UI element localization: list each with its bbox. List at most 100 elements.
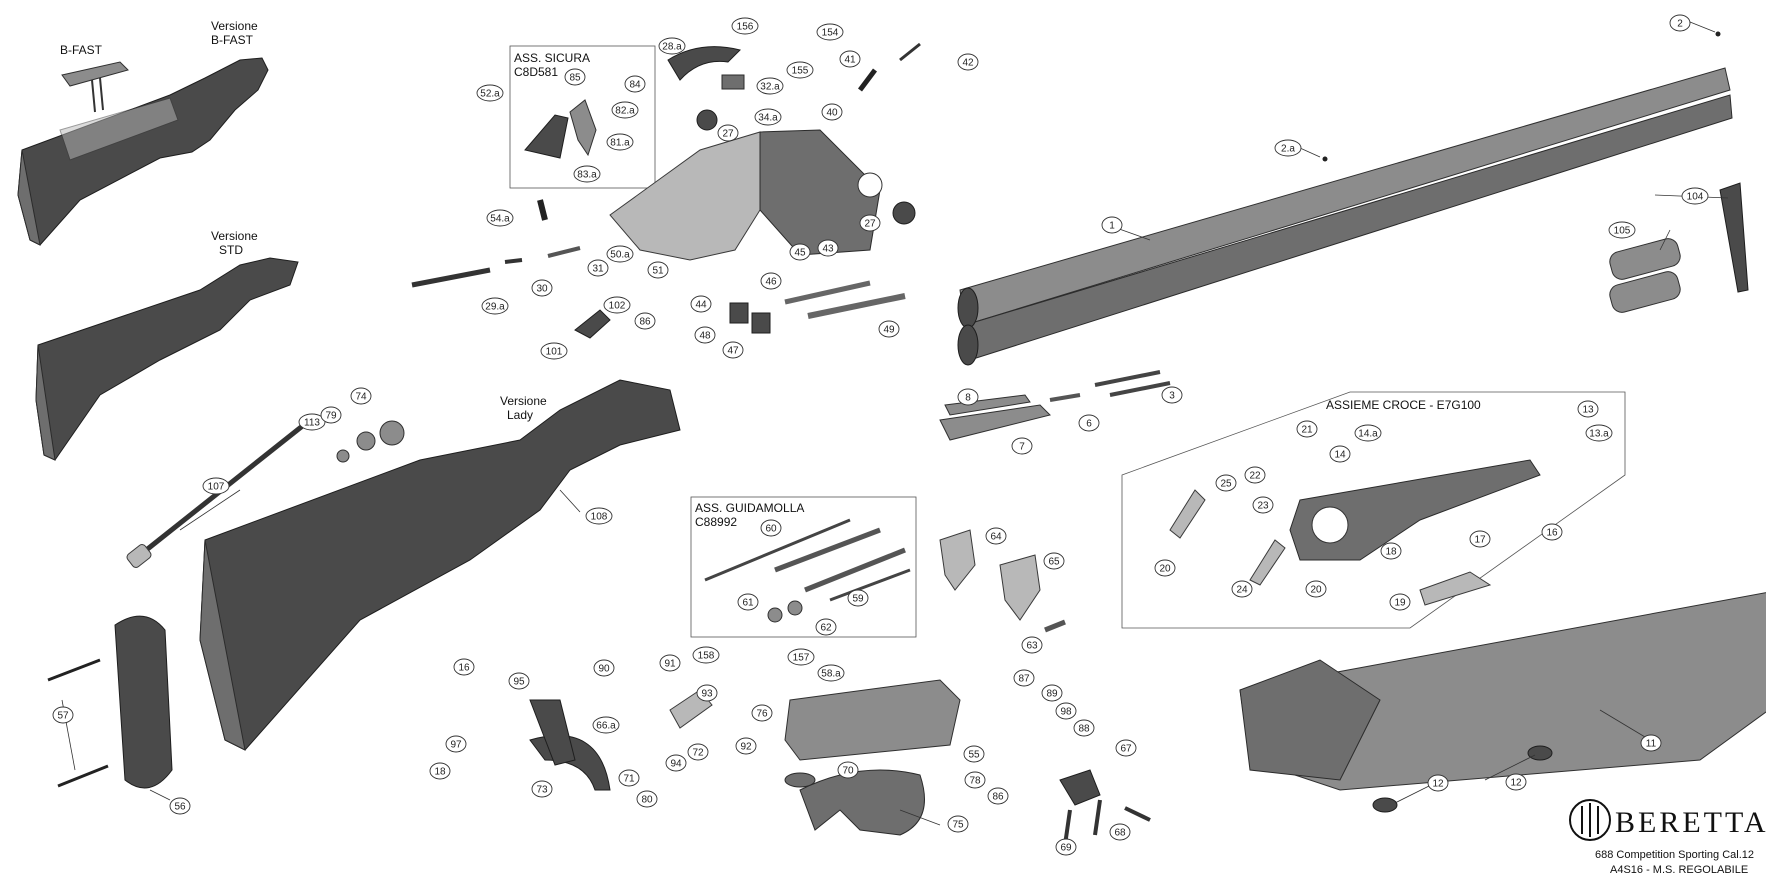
part-label-73: 73 [531, 780, 553, 798]
part-number: 18 [434, 767, 446, 778]
part-54a [537, 199, 548, 221]
part-label-93: 93 [696, 684, 718, 702]
choke-tube-1 [1609, 238, 1681, 280]
model-name: 688 Competition Sporting Cal.12 [1595, 849, 1754, 861]
part-number: 17 [1474, 535, 1486, 546]
part-number: 105 [1614, 226, 1631, 237]
part-number: 60 [765, 524, 777, 535]
washer-74 [379, 420, 405, 446]
part-label-91: 91 [659, 654, 681, 672]
part-label-31: 31 [587, 259, 609, 277]
part-number: 69 [1060, 843, 1072, 854]
part-label-158: 158 [692, 646, 720, 664]
part-number: 16 [458, 663, 470, 674]
part-2a [1322, 156, 1328, 162]
choke-tube-2 [1609, 271, 1681, 313]
part-label-95: 95 [508, 672, 530, 690]
ejector-7 [939, 404, 1051, 441]
part-label-48: 48 [694, 326, 716, 344]
part-label-21: 21 [1296, 420, 1318, 438]
part-number: 67 [1120, 744, 1132, 755]
part-label-63: 63 [1021, 636, 1043, 654]
part-number: 92 [740, 742, 752, 753]
part-41 [858, 68, 877, 92]
part-number: 20 [1159, 564, 1171, 575]
part-number: 102 [609, 301, 626, 312]
part-number: 79 [325, 411, 337, 422]
part-label-67: 67 [1115, 739, 1137, 757]
box-sicura [509, 45, 656, 189]
label-versione-bfast-1: Versione [211, 19, 258, 33]
part-label-17: 17 [1469, 530, 1491, 548]
part-label-52-a: 52.a [476, 84, 504, 102]
part-number: 54.a [490, 214, 510, 225]
part-number: 43 [822, 244, 834, 255]
part-label-22: 22 [1244, 466, 1266, 484]
part-number: 41 [844, 55, 856, 66]
part-label-3: 3 [1161, 386, 1183, 404]
part-label-64: 64 [985, 527, 1007, 545]
part-label-20b: 20 [1305, 580, 1327, 598]
part-label-27b: 27 [859, 214, 881, 232]
part-label-58-a: 58.a [817, 664, 845, 682]
part-number: 85 [569, 73, 581, 84]
part-label-50-a: 50.a [606, 245, 634, 263]
spring-upper [774, 527, 881, 573]
part-label-102: 102 [603, 296, 631, 314]
part-number: 63 [1026, 641, 1038, 652]
part-number: 8 [965, 393, 971, 404]
recoil-pad [114, 615, 173, 789]
part-number: 98 [1060, 707, 1072, 718]
part-number: 16 [1546, 528, 1558, 539]
screw-57-b [57, 764, 109, 788]
label-versione-lady-2: Lady [507, 408, 533, 422]
part-label-83-a: 83.a [573, 165, 601, 183]
part-number: 14.a [1358, 429, 1378, 440]
part-label-92: 92 [735, 737, 757, 755]
part-number: 84 [629, 80, 641, 91]
part-label-32-a: 32.a [756, 77, 784, 95]
washer-79 [356, 431, 376, 451]
label-versione-std-2: STD [219, 243, 243, 257]
part-label-156: 156 [731, 17, 759, 35]
part-label-24: 24 [1231, 580, 1253, 598]
part-number: 19 [1394, 598, 1406, 609]
part-label-44: 44 [690, 295, 712, 313]
part-number: 3 [1169, 391, 1175, 402]
part-number: 56 [174, 802, 186, 813]
part-48 [729, 302, 749, 324]
beretta-emblem-icon [1569, 799, 1611, 841]
part-number: 58.a [821, 669, 841, 680]
part-number: 14 [1334, 450, 1346, 461]
part-label-101: 101 [540, 342, 568, 360]
part-number: 31 [592, 264, 604, 275]
part-number: 68 [1114, 828, 1126, 839]
part-number: 87 [1018, 674, 1030, 685]
part-number: 51 [652, 266, 664, 277]
washer-113 [336, 449, 350, 463]
part-number: 59 [852, 594, 864, 605]
part-number: 13.a [1589, 429, 1609, 440]
part-number: 158 [698, 651, 715, 662]
part-label-81-a: 81.a [606, 133, 634, 151]
part-label-66-a: 66.a [592, 716, 620, 734]
spring-3b [1109, 381, 1171, 397]
ejector-8 [944, 394, 1031, 416]
trigger-guard [799, 769, 925, 836]
part-number: 73 [536, 785, 548, 796]
guide-rod-60 [704, 518, 851, 582]
forend [1239, 592, 1766, 791]
part-number: 46 [765, 277, 777, 288]
part-label-54-a: 54.a [486, 209, 514, 227]
part-number: 49 [883, 325, 895, 336]
part-number: 75 [952, 820, 964, 831]
part-number: 13 [1582, 405, 1594, 416]
part-label-84: 84 [624, 75, 646, 93]
part-number: 55 [968, 750, 980, 761]
part-label-104: 104 [1681, 187, 1709, 205]
part-30 [504, 258, 523, 264]
part-label-11: 11 [1640, 734, 1662, 752]
part-12-a [1372, 797, 1398, 813]
label-versione-bfast-2: B-FAST [211, 33, 254, 47]
part-number: 40 [826, 108, 838, 119]
